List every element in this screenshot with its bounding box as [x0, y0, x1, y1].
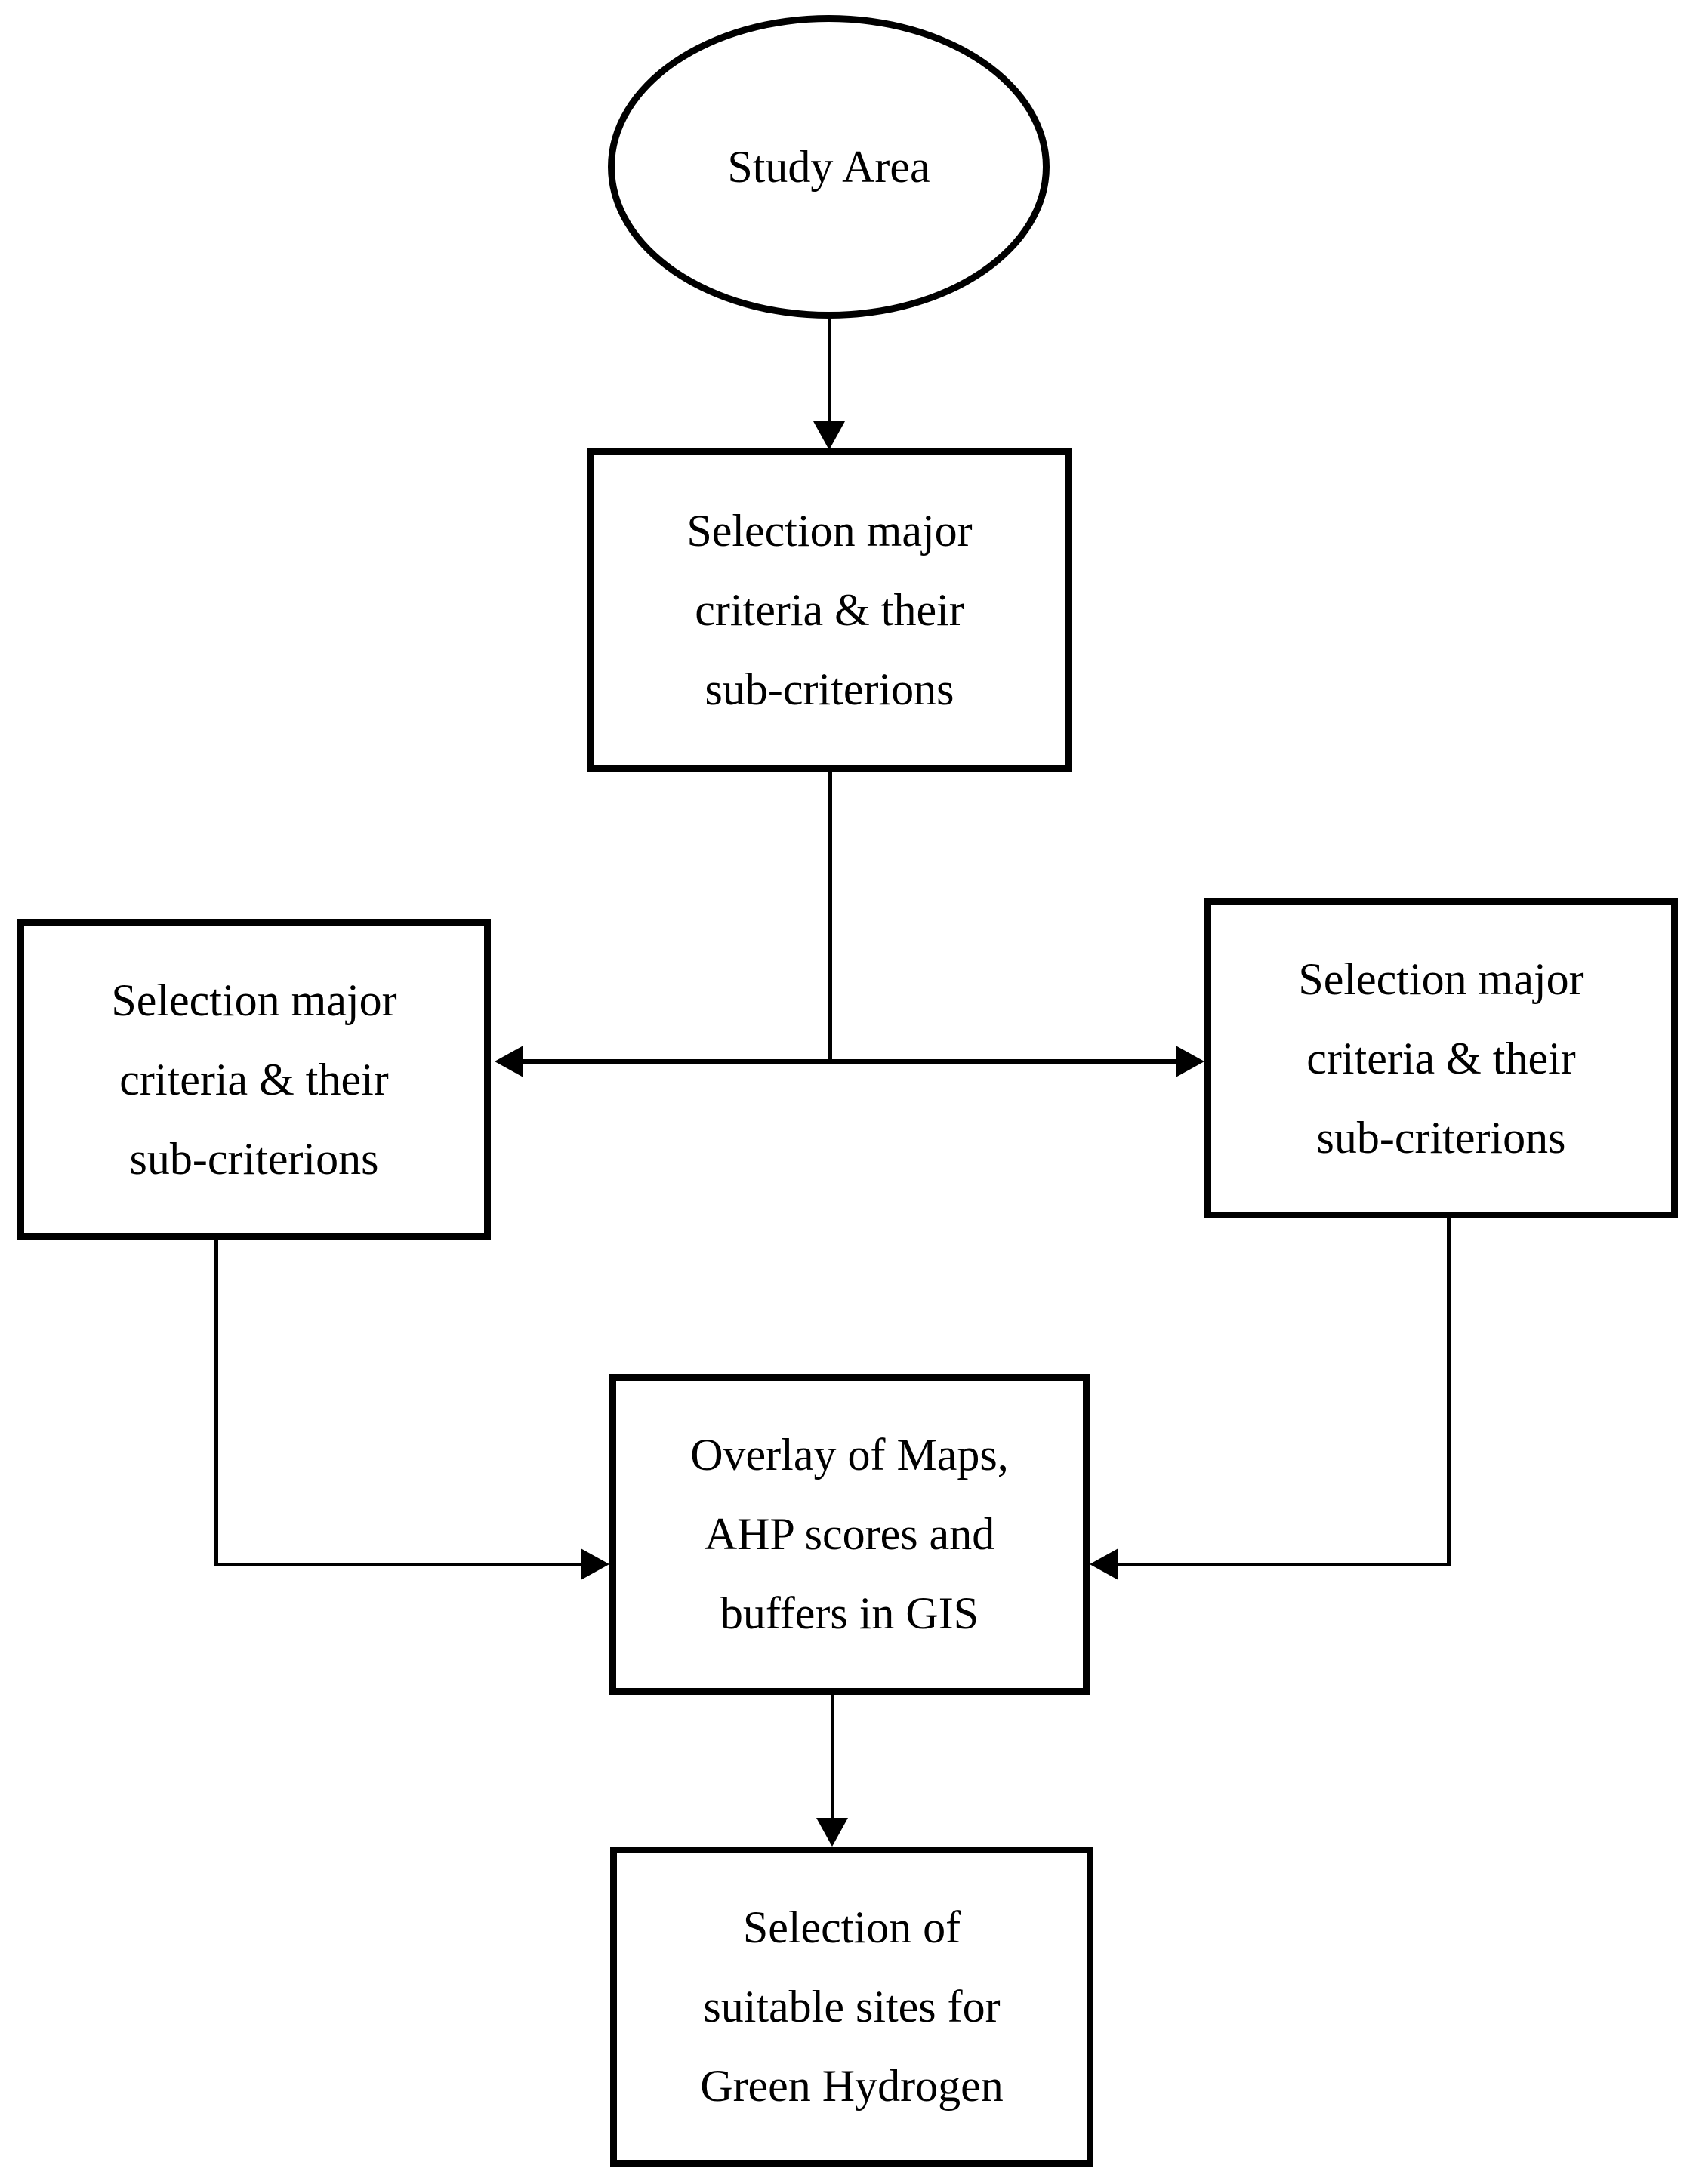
edge-right-elbow-vertical-line — [1447, 1218, 1451, 1566]
node-criteria-right-line3: sub-criterions — [1316, 1112, 1566, 1163]
node-study-area: Study Area — [608, 15, 1050, 319]
node-criteria-left: Selection major criteria & their sub-cri… — [17, 919, 491, 1240]
arrowhead-down-icon — [813, 421, 845, 450]
arrowhead-right-icon — [581, 1548, 609, 1580]
node-criteria-left-line1: Selection major — [111, 975, 397, 1025]
node-site-selection: Selection of suitable sites for Green Hy… — [610, 1847, 1093, 2167]
node-site-selection-line1: Selection of — [742, 1902, 961, 1952]
node-criteria-top-line1: Selection major — [686, 506, 973, 556]
edge-left-elbow-vertical-line — [214, 1240, 218, 1566]
node-criteria-right-label: Selection major criteria & their sub-cri… — [1298, 940, 1583, 1178]
node-site-selection-line3: Green Hydrogen — [700, 2060, 1004, 2111]
arrowhead-down-icon — [816, 1818, 848, 1847]
arrowhead-left-icon — [1090, 1548, 1118, 1580]
node-criteria-top: Selection major criteria & their sub-cri… — [587, 448, 1072, 772]
node-overlay-gis-line2: AHP scores and — [704, 1509, 995, 1559]
edge-study-to-top-line — [828, 317, 831, 427]
node-criteria-left-label: Selection major criteria & their sub-cri… — [111, 961, 396, 1199]
node-overlay-gis-label: Overlay of Maps, AHP scores and buffers … — [690, 1415, 1009, 1653]
edge-left-elbow-horizontal-line — [214, 1563, 584, 1566]
node-criteria-top-line3: sub-criterions — [705, 664, 954, 714]
node-site-selection-label: Selection of suitable sites for Green Hy… — [700, 1888, 1004, 2126]
node-site-selection-line2: suitable sites for — [703, 1981, 1001, 2032]
arrowhead-left-icon — [495, 1046, 523, 1077]
node-overlay-gis-line1: Overlay of Maps, — [690, 1430, 1009, 1480]
node-criteria-left-line2: criteria & their — [119, 1054, 389, 1104]
node-criteria-right-line1: Selection major — [1298, 953, 1584, 1004]
edge-tee-horizontal-line — [517, 1059, 1182, 1064]
node-study-area-label: Study Area — [727, 141, 930, 192]
edge-top-stem-line — [828, 772, 832, 1061]
node-criteria-right: Selection major criteria & their sub-cri… — [1204, 898, 1678, 1218]
edge-overlay-to-sites-line — [831, 1695, 834, 1819]
arrowhead-right-icon — [1176, 1046, 1204, 1077]
node-overlay-gis: Overlay of Maps, AHP scores and buffers … — [609, 1374, 1090, 1695]
node-criteria-right-line2: criteria & their — [1306, 1033, 1576, 1083]
edge-right-elbow-horizontal-line — [1095, 1563, 1451, 1566]
node-criteria-left-line3: sub-criterions — [129, 1133, 379, 1184]
node-overlay-gis-line3: buffers in GIS — [720, 1588, 979, 1638]
node-criteria-top-label: Selection major criteria & their sub-cri… — [686, 491, 972, 729]
node-criteria-top-line2: criteria & their — [695, 585, 964, 635]
